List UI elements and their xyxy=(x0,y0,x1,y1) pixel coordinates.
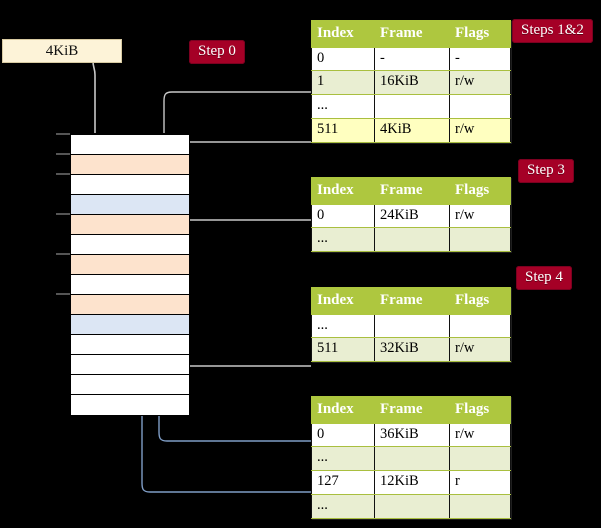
memory-frame-tick xyxy=(56,253,70,255)
cell-frame: 4KiB xyxy=(374,118,450,144)
table-row: ... xyxy=(311,494,511,520)
memory-frame-row xyxy=(71,375,189,395)
cell-frame xyxy=(374,227,450,253)
memory-frame-row xyxy=(71,235,189,255)
cell-frame: 32KiB xyxy=(374,337,450,363)
cell-index: 511 xyxy=(311,337,375,363)
request-size-box: 4KiB xyxy=(2,39,122,63)
cell-flags: - xyxy=(449,46,511,72)
column-header-flags: Flags xyxy=(449,177,511,205)
cell-flags: r/w xyxy=(449,337,511,363)
cell-index: 0 xyxy=(311,46,375,72)
memory-frame-tick xyxy=(56,133,70,135)
column-header-flags: Flags xyxy=(449,287,511,315)
cell-index: ... xyxy=(311,446,375,472)
memory-frame-row xyxy=(71,155,189,175)
memory-frame-tick xyxy=(56,213,70,215)
wire-step12-level0-entry1 xyxy=(163,91,311,227)
cell-frame xyxy=(374,494,450,520)
cell-index: 1 xyxy=(311,70,375,96)
cell-flags: r/w xyxy=(449,70,511,96)
cell-frame: 36KiB xyxy=(374,422,450,448)
cell-flags: r/w xyxy=(449,203,511,229)
badge-step-0: Step 0 xyxy=(189,40,245,64)
badge-steps-1-2: Steps 1&2 xyxy=(512,19,593,43)
table-row: ... xyxy=(311,446,511,472)
column-header-frame: Frame xyxy=(374,396,450,424)
cell-flags xyxy=(449,446,511,472)
column-header-index: Index xyxy=(311,396,375,424)
wire-step3-level1-entry0 xyxy=(177,219,311,264)
cell-frame: - xyxy=(374,46,450,72)
memory-frame-row xyxy=(71,275,189,295)
wire-step4-level3-entry0 xyxy=(158,332,311,442)
physical-memory-column xyxy=(70,133,190,416)
cell-index: ... xyxy=(311,227,375,253)
memory-frame-row xyxy=(71,355,189,375)
wire-step4-level3-entry127 xyxy=(141,211,311,493)
wire-step4-level2-entry511 xyxy=(177,312,311,367)
cell-index: ... xyxy=(311,494,375,520)
memory-frame-tick xyxy=(56,153,70,155)
cell-frame xyxy=(374,313,450,339)
column-header-flags: Flags xyxy=(449,396,511,424)
memory-frame-row xyxy=(71,315,189,335)
cell-index: 127 xyxy=(311,470,375,496)
column-header-index: Index xyxy=(311,20,375,48)
cell-frame xyxy=(374,94,450,120)
cell-index: 0 xyxy=(311,203,375,229)
column-header-frame: Frame xyxy=(374,287,450,315)
cell-index: ... xyxy=(311,94,375,120)
memory-frame-row xyxy=(71,395,189,415)
cell-frame: 16KiB xyxy=(374,70,450,96)
memory-frame-row xyxy=(71,175,189,195)
memory-frame-tick xyxy=(56,173,70,175)
column-header-flags: Flags xyxy=(449,20,511,48)
cell-index: 511 xyxy=(311,118,375,144)
memory-frame-row xyxy=(71,135,189,155)
memory-frame-row xyxy=(71,255,189,275)
cell-flags: r/w xyxy=(449,422,511,448)
cell-index: ... xyxy=(311,313,375,339)
column-header-index: Index xyxy=(311,287,375,315)
cell-flags xyxy=(449,227,511,253)
column-header-frame: Frame xyxy=(374,177,450,205)
memory-frame-row xyxy=(71,195,189,215)
table-row: ... xyxy=(311,227,511,253)
cell-flags xyxy=(449,494,511,520)
table-row: ... xyxy=(311,313,511,339)
cell-frame xyxy=(374,446,450,472)
cell-index: 0 xyxy=(311,422,375,448)
badge-step-3: Step 3 xyxy=(518,159,574,183)
memory-frame-tick xyxy=(56,293,70,295)
table-row: ... xyxy=(311,94,511,120)
column-header-index: Index xyxy=(311,177,375,205)
cell-flags: r/w xyxy=(449,118,511,144)
memory-frame-row xyxy=(71,335,189,355)
cell-frame: 24KiB xyxy=(374,203,450,229)
column-header-frame: Frame xyxy=(374,20,450,48)
cell-flags: r xyxy=(449,470,511,496)
cell-frame: 12KiB xyxy=(374,470,450,496)
table-row: 0-- xyxy=(311,46,511,72)
memory-frame-row xyxy=(71,215,189,235)
cell-flags xyxy=(449,94,511,120)
badge-step-4: Step 4 xyxy=(516,266,572,290)
cell-flags xyxy=(449,313,511,339)
memory-frame-row xyxy=(71,295,189,315)
